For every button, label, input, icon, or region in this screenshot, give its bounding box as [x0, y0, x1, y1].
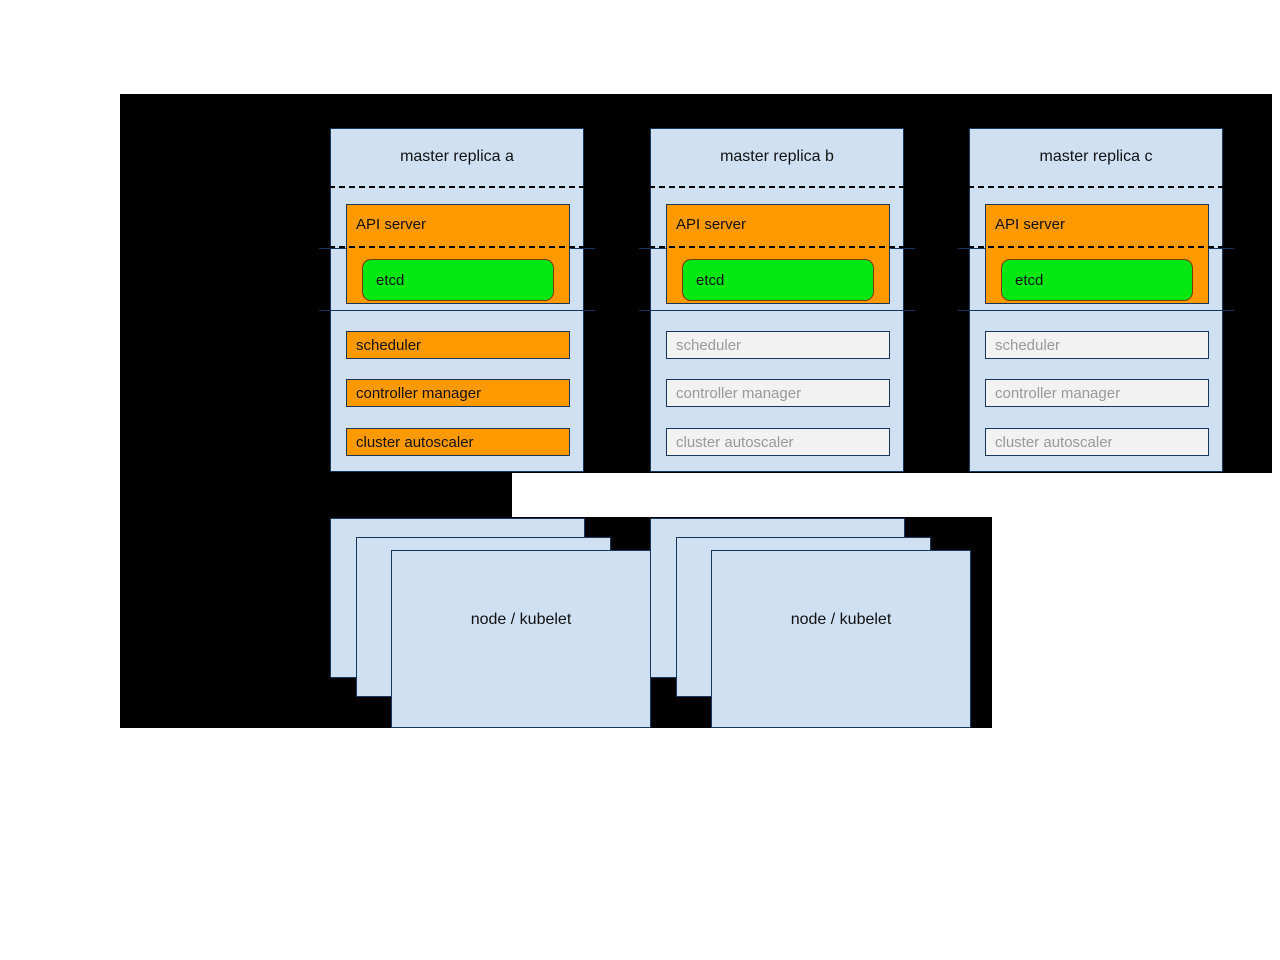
replica-c-api-server-label: API server	[995, 216, 1066, 233]
replica-c-controller-manager-label: controller manager	[995, 384, 1121, 402]
replica-a-scheduler-label: scheduler	[356, 336, 422, 354]
replica-b-controller-manager: controller manager	[666, 379, 890, 407]
replica-a-dashed-separator-mid	[319, 246, 595, 248]
replica-b-cluster-autoscaler-label: cluster autoscaler	[676, 433, 794, 451]
replica-b-cluster-autoscaler: cluster autoscaler	[666, 428, 890, 456]
replica-b-dashed-separator-top	[639, 186, 915, 188]
replica-a-scheduler: scheduler	[346, 331, 570, 359]
replica-c-cluster-autoscaler-label: cluster autoscaler	[995, 433, 1113, 451]
master-replica-c[interactable]: master replica c API server etcd schedul…	[958, 128, 1234, 472]
master-replica-c-title: master replica c	[1039, 148, 1153, 165]
replica-a-api-server-label: API server	[356, 216, 427, 233]
replica-b-etcd-label: etcd	[696, 271, 725, 289]
node-group-1-card-front[interactable]: node / kubelet	[391, 550, 651, 728]
replica-c-cluster-autoscaler: cluster autoscaler	[985, 428, 1209, 456]
replica-b-controller-manager-label: controller manager	[676, 384, 802, 402]
replica-a-controller-manager: controller manager	[346, 379, 570, 407]
replica-b-etcd-box: etcd	[682, 259, 874, 301]
replica-b-rule-lower	[639, 310, 915, 311]
replica-b-scheduler: scheduler	[666, 331, 890, 359]
replica-c-etcd-box: etcd	[1001, 259, 1193, 301]
replica-b-dashed-separator-mid	[639, 246, 915, 248]
replica-a-cluster-autoscaler-label: cluster autoscaler	[356, 433, 474, 451]
master-replica-b[interactable]: master replica b API server etcd schedul…	[639, 128, 915, 472]
replica-c-etcd-label: etcd	[1015, 271, 1044, 289]
replica-a-cluster-autoscaler: cluster autoscaler	[346, 428, 570, 456]
master-replica-b-title: master replica b	[720, 148, 834, 165]
node-group-1-label: node / kubelet	[470, 611, 572, 628]
replica-a-rule-lower	[319, 310, 595, 311]
replica-c-dashed-separator-mid	[958, 246, 1234, 248]
replica-a-etcd-box: etcd	[362, 259, 554, 301]
replica-a-controller-manager-label: controller manager	[356, 384, 482, 402]
replica-c-rule-lower	[958, 310, 1234, 311]
replica-b-scheduler-label: scheduler	[676, 336, 742, 354]
node-group-2-label: node / kubelet	[790, 611, 892, 628]
replica-c-controller-manager: controller manager	[985, 379, 1209, 407]
node-group-2-card-front[interactable]: node / kubelet	[711, 550, 971, 728]
master-replica-a-title: master replica a	[400, 148, 514, 165]
master-replica-a[interactable]: master replica a API server etcd schedul…	[319, 128, 595, 472]
replica-b-api-server-label: API server	[676, 216, 747, 233]
replica-a-dashed-separator-top	[319, 186, 595, 188]
replica-c-dashed-separator-top	[958, 186, 1234, 188]
replica-c-scheduler: scheduler	[985, 331, 1209, 359]
replica-c-scheduler-label: scheduler	[995, 336, 1061, 354]
backdrop-region-middle	[120, 473, 512, 517]
replica-a-etcd-label: etcd	[376, 271, 405, 289]
